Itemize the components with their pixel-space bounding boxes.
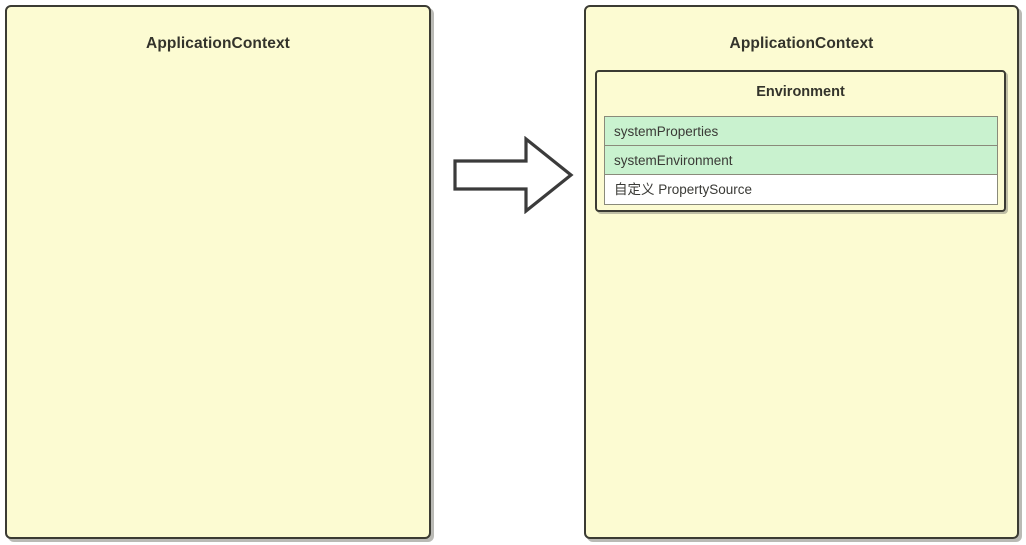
application-context-panel-after: ApplicationContext Environment systemPro… — [584, 5, 1019, 539]
environment-box: Environment systemProperties systemEnvir… — [595, 70, 1006, 212]
panel-title-right: ApplicationContext — [729, 35, 874, 52]
panel-title-left: ApplicationContext — [146, 35, 290, 52]
property-source-list: systemProperties systemEnvironment 自定义 P… — [604, 116, 998, 205]
right-block-arrow-svg — [453, 135, 574, 215]
application-context-panel-before: ApplicationContext — [5, 5, 431, 539]
property-source-row: systemEnvironment — [605, 146, 997, 175]
property-source-row: systemProperties — [605, 117, 997, 146]
environment-title: Environment — [756, 84, 845, 100]
right-block-arrow-icon — [452, 135, 574, 215]
arrow-shape — [453, 135, 574, 215]
property-source-row: 自定义 PropertySource — [605, 175, 997, 204]
